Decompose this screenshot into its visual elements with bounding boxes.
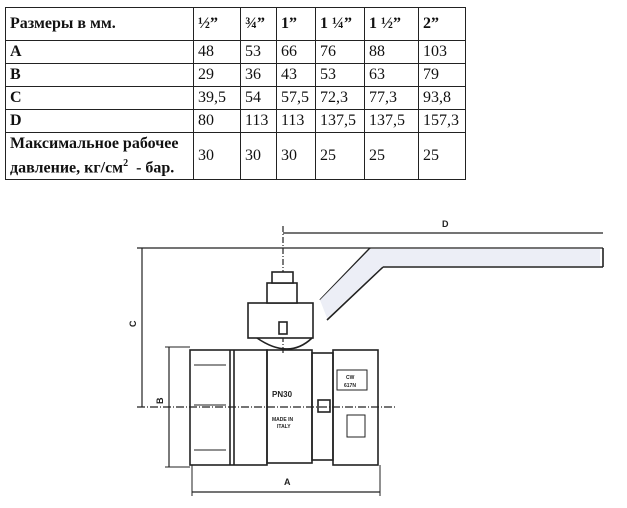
cell: 93,8 [418, 86, 466, 110]
cell: 25 [315, 132, 365, 180]
pressure-label-1: Максимальное рабочее [10, 134, 179, 152]
marking-made-in: MADE IN [272, 417, 294, 423]
dimension-a: A [191, 465, 381, 496]
row-label: Максимальное рабочее давление, кг/см2 - б… [5, 132, 194, 180]
dimension-d: D [282, 219, 603, 353]
cell: 53 [240, 40, 277, 64]
header-cell: 2” [418, 7, 466, 41]
cell: 43 [276, 63, 316, 87]
cell: 25 [418, 132, 466, 180]
header-cell: Размеры в мм. [5, 7, 194, 41]
cell: 72,3 [315, 86, 365, 110]
marking-cw: CW [346, 375, 355, 381]
dim-label-d: D [442, 219, 449, 229]
cell: 36 [240, 63, 277, 87]
marking-pn: PN30 [272, 390, 293, 399]
header-cell: ½” [193, 7, 241, 41]
pressure-label-tail: - бар. [128, 159, 175, 177]
valve-handle [137, 247, 604, 339]
dimension-c: C [128, 248, 143, 407]
cell: 30 [193, 132, 241, 180]
table-row-pressure: Максимальное рабочее давление, кг/см2 - б… [5, 132, 466, 180]
marking-cw-grade: 617N [344, 383, 356, 389]
table-header-row: Размеры в мм. ½” ¾” 1” 1 ¼” 1 ½” 2” [5, 7, 466, 41]
header-cell: 1” [276, 7, 316, 41]
cell: 30 [240, 132, 277, 180]
dim-label-c: C [128, 320, 138, 327]
pressure-sup: 2 [123, 157, 129, 169]
cell: 137,5 [364, 109, 419, 133]
dimensions-table: Размеры в мм. ½” ¾” 1” 1 ¼” 1 ½” 2” A 48… [5, 7, 466, 180]
marking-italy: ITALY [277, 424, 291, 430]
cell: 79 [418, 63, 466, 87]
dim-label-b: B [155, 397, 165, 404]
pressure-label-2: давление, кг/см [10, 159, 124, 177]
row-label: D [5, 109, 194, 133]
valve-body: PN30 MADE IN ITALY CW 617N [165, 337, 379, 468]
row-label: A [5, 40, 194, 64]
cell: 113 [276, 109, 316, 133]
cell: 39,5 [193, 86, 241, 110]
cell: 103 [418, 40, 466, 64]
dim-label-a: A [284, 477, 291, 487]
cell: 25 [364, 132, 419, 180]
dimension-b: B [155, 347, 170, 467]
